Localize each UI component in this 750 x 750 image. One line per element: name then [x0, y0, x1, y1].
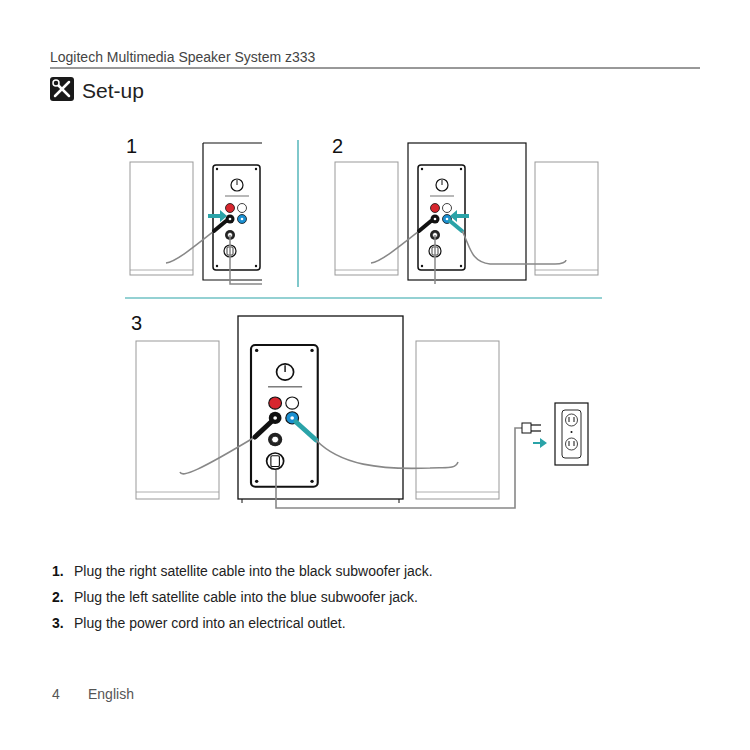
step-3-illustration	[136, 316, 588, 508]
instruction-text: Plug the power cord into an electrical o…	[74, 615, 346, 632]
list-number: 3.	[52, 615, 64, 632]
panel-divider	[297, 140, 298, 287]
section-title: Set-up	[82, 79, 144, 103]
step-1-illustration	[130, 143, 262, 284]
step-number: 2	[332, 135, 343, 158]
panel-divider	[125, 297, 602, 298]
header-rule	[50, 68, 700, 69]
language-label: English	[88, 686, 134, 703]
page-number: 4	[52, 686, 60, 703]
header-text: Logitech Multimedia Speaker System z333	[50, 49, 315, 66]
instruction-text: Plug the right satellite cable into the …	[74, 563, 433, 580]
list-number: 1.	[52, 563, 64, 580]
tool-icon	[50, 77, 74, 101]
step-2-illustration	[335, 143, 598, 284]
step-number: 1	[126, 135, 137, 158]
step-number: 3	[131, 312, 142, 335]
instruction-text: Plug the left satellite cable into the b…	[74, 589, 418, 606]
list-number: 2.	[52, 589, 64, 606]
